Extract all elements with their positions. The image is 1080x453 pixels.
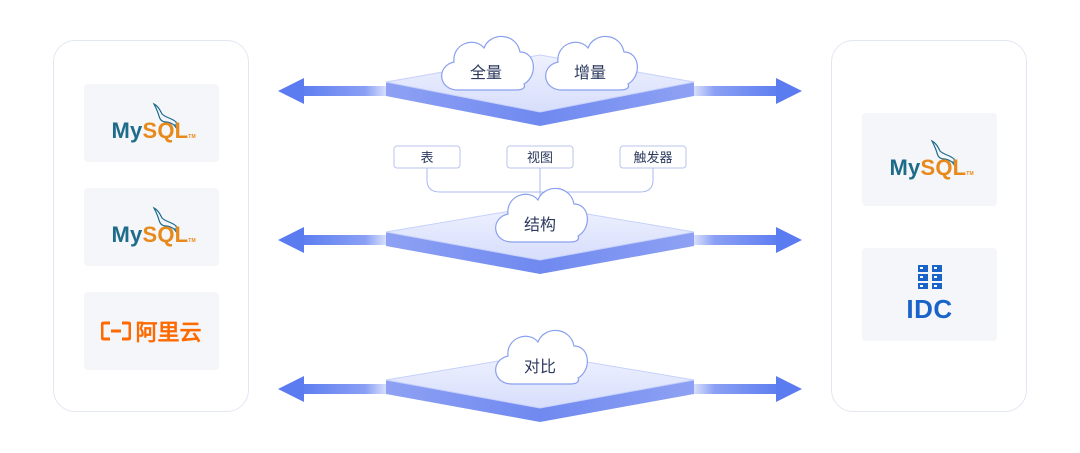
structure-row: 结构 bbox=[278, 187, 802, 274]
target-idc-card: IDC bbox=[862, 248, 997, 341]
source-aliyun-card: 阿里云 bbox=[84, 292, 219, 370]
idc-label: IDC bbox=[906, 294, 953, 324]
source-mysql-card-1: MySQLTM bbox=[84, 84, 219, 162]
aliyun-bracket-icon bbox=[101, 321, 132, 341]
cloud-full: 全量 bbox=[441, 35, 534, 91]
mysql-logo: MySQLTM bbox=[112, 100, 196, 146]
target-mysql-card: MySQLTM bbox=[862, 113, 997, 206]
target-panel: MySQLTM IDC bbox=[831, 40, 1027, 412]
source-panel: MySQLTM MySQLTM 阿里云 bbox=[53, 40, 249, 412]
cloud-structure: 结构 bbox=[495, 187, 588, 243]
sync-row: 全量 增量 bbox=[278, 35, 802, 126]
tag-table: 表 bbox=[393, 145, 461, 169]
cloud-incremental: 增量 bbox=[545, 35, 638, 91]
right-arrowhead bbox=[776, 376, 802, 402]
right-arrow-shaft bbox=[692, 86, 782, 96]
aliyun-logo: 阿里云 bbox=[101, 315, 202, 347]
mysql-logo: MySQLTM bbox=[112, 204, 196, 250]
full-label: 全量 bbox=[470, 63, 502, 82]
left-arrowhead bbox=[278, 376, 304, 402]
cloud-compare: 对比 bbox=[495, 329, 588, 385]
compare-row: 对比 bbox=[278, 329, 802, 422]
mysql-wordmark: MySQLTM bbox=[111, 222, 196, 247]
mysql-wordmark: MySQLTM bbox=[889, 154, 974, 180]
left-arrow-shaft bbox=[298, 86, 388, 96]
server-rack-icon bbox=[917, 265, 942, 289]
dolphin-icon bbox=[152, 206, 178, 235]
right-arrow-shaft bbox=[692, 235, 782, 245]
right-arrowhead bbox=[776, 227, 802, 253]
tag-trigger: 触发器 bbox=[619, 145, 687, 169]
left-arrow-shaft bbox=[298, 384, 388, 394]
structure-objects: 表 视图 触发器 bbox=[393, 145, 687, 200]
svg-text:视图: 视图 bbox=[527, 151, 553, 166]
tag-view: 视图 bbox=[506, 145, 574, 169]
right-arrowhead bbox=[776, 78, 802, 104]
compare-label: 对比 bbox=[524, 357, 556, 376]
dolphin-icon bbox=[152, 102, 178, 131]
source-mysql-card-2: MySQLTM bbox=[84, 188, 219, 266]
aliyun-name: 阿里云 bbox=[135, 320, 202, 345]
mysql-logo: MySQLTM bbox=[890, 137, 974, 183]
left-arrowhead bbox=[278, 78, 304, 104]
right-arrow-shaft bbox=[692, 384, 782, 394]
incremental-label: 增量 bbox=[574, 63, 606, 82]
svg-text:触发器: 触发器 bbox=[633, 150, 672, 166]
svg-text:表: 表 bbox=[420, 151, 433, 166]
mysql-wordmark: MySQLTM bbox=[111, 118, 196, 143]
left-arrow-shaft bbox=[298, 235, 388, 245]
left-arrowhead bbox=[278, 227, 304, 253]
structure-label: 结构 bbox=[524, 215, 556, 234]
dolphin-icon bbox=[930, 139, 956, 167]
